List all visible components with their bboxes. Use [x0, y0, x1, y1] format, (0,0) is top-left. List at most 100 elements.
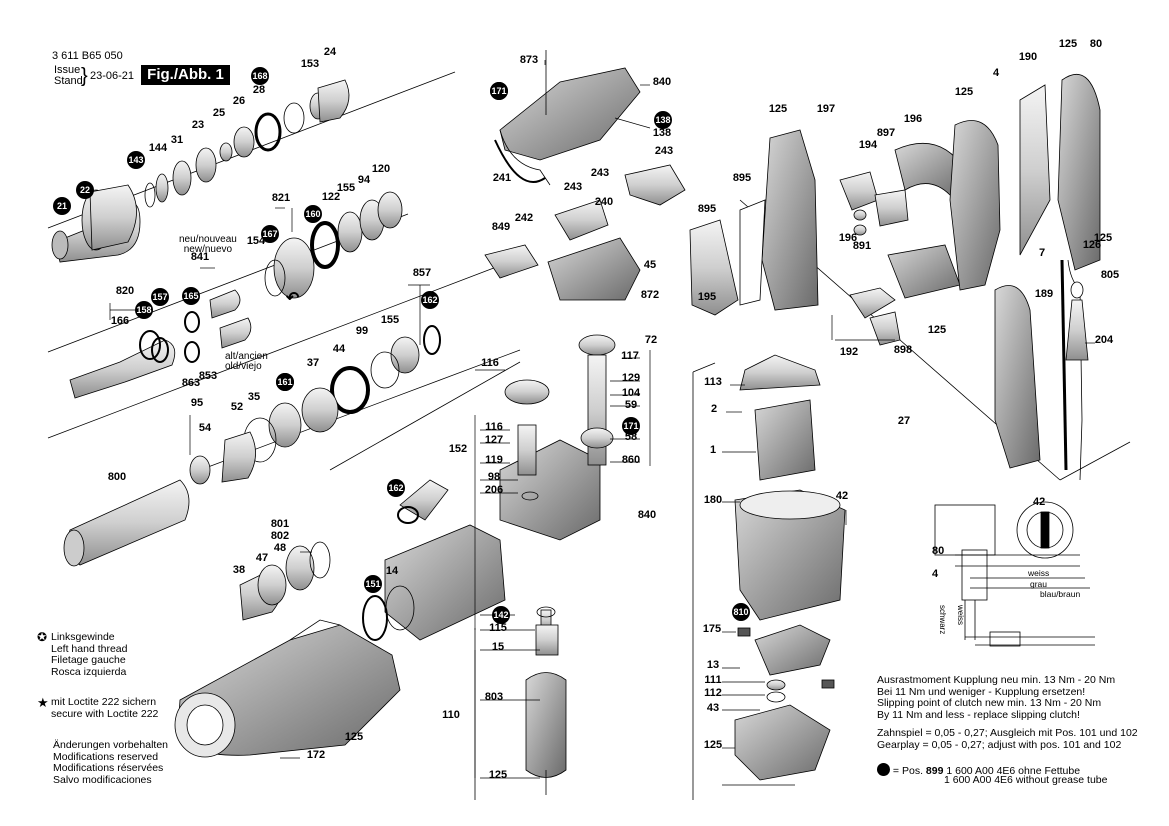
- callout-849: 849: [492, 221, 510, 233]
- circled-callout-157: 157: [151, 288, 169, 306]
- left-thread-fr: Filetage gauche: [51, 654, 126, 666]
- callout-821: 821: [272, 192, 290, 204]
- callout-95: 95: [191, 397, 203, 409]
- callout-117: 117: [621, 350, 639, 362]
- circled-callout-text: 151: [365, 579, 380, 589]
- circled-callout-158: 158: [135, 301, 153, 319]
- callout-125: 125: [1094, 232, 1112, 244]
- callout-175: 175: [703, 623, 721, 635]
- callout-119: 119: [485, 454, 503, 466]
- circled-callout-text: 138: [655, 115, 670, 125]
- wire-blau-braun: blau/braun: [1040, 589, 1081, 599]
- callout-116: 116: [485, 421, 503, 433]
- callout-800: 800: [108, 471, 126, 483]
- callout-23: 23: [192, 119, 204, 131]
- figure-tag: Fig./Abb. 1: [141, 65, 230, 85]
- callout-circle: [135, 301, 153, 319]
- callout-898: 898: [894, 344, 912, 356]
- callout-190: 190: [1019, 51, 1037, 63]
- wire-schwarz: schwarz: [938, 605, 947, 635]
- gearplay-note-line-2: Gearplay = 0,05 - 0,27; adjust with pos.…: [877, 738, 1122, 751]
- callout-24: 24: [324, 46, 337, 58]
- callout-104: 104: [622, 387, 641, 399]
- callout-circle: [182, 287, 200, 305]
- circled-callout-810: 810: [732, 603, 750, 621]
- callout-116: 116: [481, 357, 499, 369]
- callout-122: 122: [322, 191, 340, 203]
- callout-857: 857: [413, 267, 431, 279]
- gearplay-note: Zahnspiel = 0,05 - 0,27; Ausgleich mit P…: [877, 727, 1138, 751]
- callout-4: 4: [993, 67, 1000, 79]
- callout-154: 154: [247, 235, 266, 247]
- callout-125: 125: [928, 324, 946, 336]
- old-variant-label: alt/ancien old/viejo: [225, 352, 268, 372]
- wiring-label-80: 80: [932, 545, 945, 557]
- callout-196: 196: [839, 232, 857, 244]
- callout-241: 241: [493, 172, 511, 184]
- callout-circle: [490, 82, 508, 100]
- callout-803: 803: [485, 691, 503, 703]
- callout-195: 195: [698, 291, 716, 303]
- circled-callout-text: 171: [623, 421, 638, 431]
- callout-circle: [364, 575, 382, 593]
- callout-155: 155: [337, 182, 355, 194]
- circled-callout-161: 161: [276, 373, 294, 391]
- clutch-note-line-1: Ausrastmoment Kupplung neu min. 13 Nm - …: [877, 674, 1116, 686]
- grease-pos: 899: [925, 765, 944, 777]
- callout-127: 127: [485, 434, 503, 446]
- callout-52: 52: [231, 401, 243, 413]
- wire-weiss-2: weiss: [956, 605, 965, 626]
- brace-icon: }: [81, 65, 88, 87]
- part-number: 3 611 B65 050: [52, 50, 123, 62]
- callout-48: 48: [274, 542, 286, 554]
- callout-192: 192: [840, 346, 858, 358]
- grease-line-2: 1 600 A00 4E6 without grease tube: [944, 774, 1108, 786]
- issue-label: Issue: [54, 64, 81, 76]
- callout-circle: [76, 181, 94, 199]
- new-variant-line-1: neu/nouveau: [179, 234, 237, 245]
- new-variant-line-2: new/nuevo: [183, 244, 233, 255]
- callout-circle: [304, 205, 322, 223]
- callout-112: 112: [704, 687, 722, 699]
- clutch-note-line-2: Bei 11 Nm und weniger - Kupplung ersetze…: [877, 685, 1086, 698]
- callout-80: 80: [1090, 38, 1102, 50]
- callout-47: 47: [256, 552, 268, 564]
- callout-243: 243: [591, 167, 609, 179]
- left-thread-en: Left hand thread: [51, 642, 128, 655]
- spindle-parts: [51, 79, 441, 621]
- circled-callout-160: 160: [304, 205, 322, 223]
- circled-callout-text: 22: [80, 185, 90, 195]
- callout-circle: [387, 479, 405, 497]
- left-thread-es: Rosca izquierda: [51, 665, 127, 678]
- callout-125: 125: [704, 739, 722, 751]
- callout-841: 841: [191, 251, 209, 263]
- callout-14: 14: [386, 565, 399, 577]
- grease-note: = Pos. 899 1 600 A00 4E6 ohne Fettube: [877, 763, 1080, 778]
- callout-180: 180: [704, 494, 722, 506]
- circled-callout-text: 142: [493, 610, 508, 620]
- old-variant-line-2: old/viejo: [225, 361, 262, 372]
- callout-13: 13: [707, 659, 719, 671]
- circled-callout-151: 151: [364, 575, 382, 593]
- front-housing: [174, 619, 401, 758]
- circled-callout-text: 157: [152, 292, 167, 302]
- callout-194: 194: [859, 139, 878, 151]
- callout-45: 45: [644, 259, 656, 271]
- clutch-note-line-4: By 11 Nm and less - replace slipping clu…: [877, 708, 1080, 721]
- callout-circle: [261, 225, 279, 243]
- wire-grau: grau: [1030, 579, 1048, 589]
- callout-895: 895: [733, 172, 751, 184]
- callout-54: 54: [199, 422, 212, 434]
- callout-802: 802: [271, 530, 289, 542]
- callout-129: 129: [622, 372, 640, 384]
- callout-152: 152: [449, 443, 467, 455]
- callout-144: 144: [149, 142, 168, 154]
- callout-27: 27: [898, 415, 910, 427]
- callout-2: 2: [711, 403, 717, 415]
- gearplay-note-line-1: Zahnspiel = 0,05 - 0,27; Ausgleich mit P…: [877, 727, 1138, 739]
- callout-72: 72: [645, 334, 657, 346]
- callout-113: 113: [704, 376, 722, 388]
- callout-44: 44: [333, 343, 346, 355]
